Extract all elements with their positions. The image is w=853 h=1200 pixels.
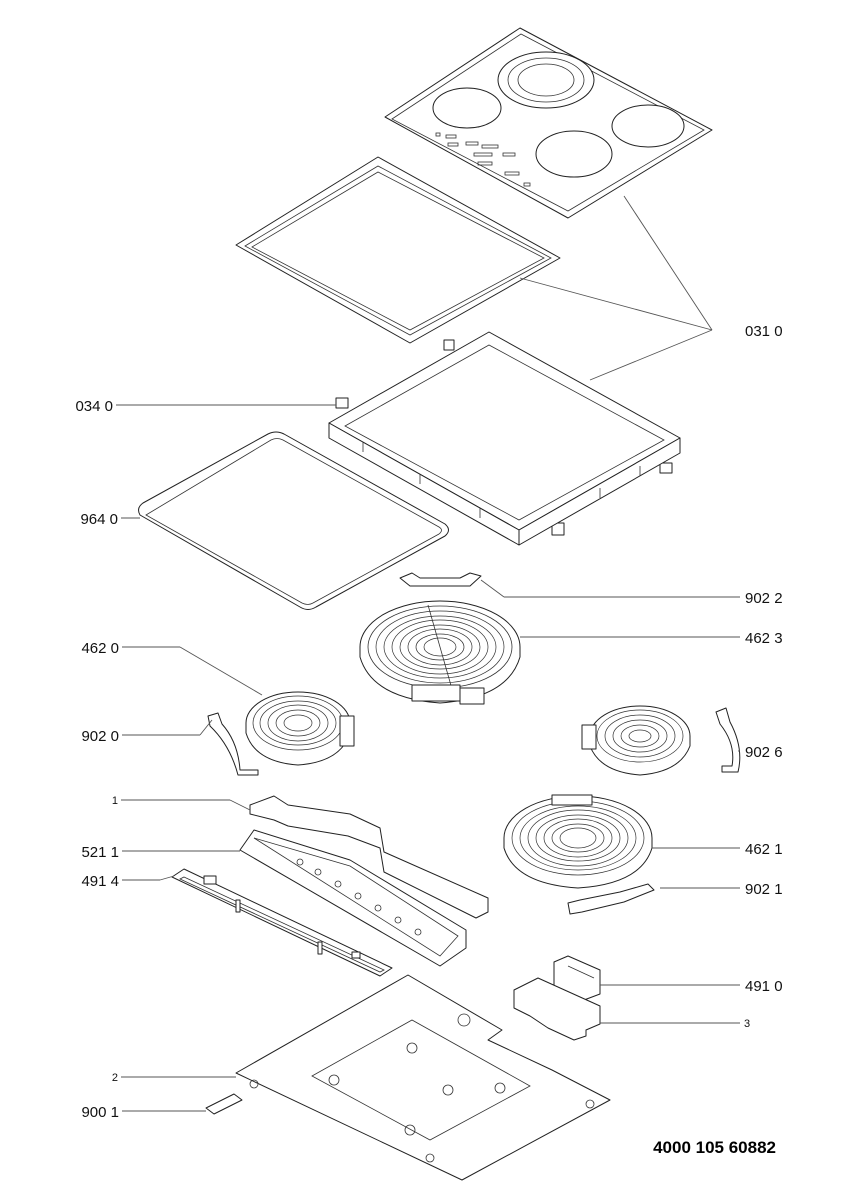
leader-lines (116, 195, 740, 1112)
bracket-lower-right (567, 883, 655, 915)
top-frame (235, 156, 561, 344)
callout-491-0: 491 0 (745, 978, 783, 995)
callout-labels: 031 0 034 0 964 0 902 2 462 3 462 0 902 … (75, 323, 782, 1121)
heater-large (359, 572, 521, 705)
document-number: 4000 105 60882 (653, 1138, 776, 1157)
bracket-left (207, 712, 259, 776)
callout-3: 3 (744, 1018, 750, 1030)
callout-462-0: 462 0 (81, 640, 119, 657)
bracket-right (715, 707, 741, 773)
connector (205, 1093, 243, 1115)
callout-462-3: 462 3 (745, 630, 783, 647)
terminal-block (553, 955, 601, 1001)
callout-034-0: 034 0 (75, 398, 113, 415)
callout-902-0: 902 0 (81, 728, 119, 745)
callout-491-4: 491 4 (81, 873, 119, 890)
callout-902-6: 902 6 (745, 744, 783, 761)
key-board (171, 868, 393, 977)
callout-2: 2 (112, 1072, 118, 1084)
control-housing (249, 795, 489, 919)
bottom-pan (235, 974, 611, 1181)
frame-clips (335, 339, 673, 536)
control-board (239, 829, 467, 967)
callout-902-2: 902 2 (745, 590, 783, 607)
callout-902-1: 902 1 (745, 881, 783, 898)
heater-left (245, 691, 355, 766)
heater-lower-right (503, 794, 653, 889)
callout-1: 1 (112, 795, 118, 807)
callout-031-0: 031 0 (745, 323, 783, 340)
callout-521-1: 521 1 (81, 844, 119, 861)
callout-462-1: 462 1 (745, 841, 783, 858)
callout-900-1: 900 1 (81, 1104, 119, 1121)
callout-964-0: 964 0 (80, 511, 118, 528)
glass-cooktop (384, 27, 713, 219)
support-frame (328, 331, 681, 546)
heater-right (581, 705, 691, 776)
gasket (138, 431, 449, 610)
terminal-bracket (513, 977, 601, 1041)
